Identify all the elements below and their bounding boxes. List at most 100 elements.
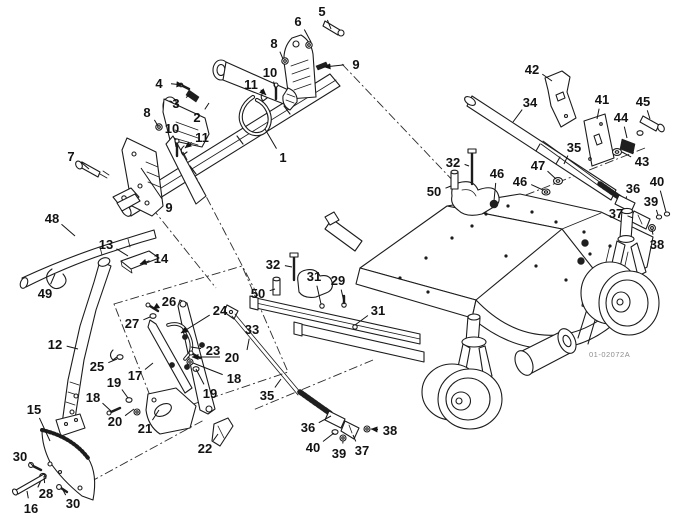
washer-40 bbox=[663, 211, 671, 217]
callout-leader bbox=[62, 489, 67, 496]
callout-label: 35 bbox=[567, 140, 581, 155]
callout-leader bbox=[659, 190, 667, 213]
cotter-pin-11 bbox=[180, 145, 188, 156]
callout-label: 49 bbox=[38, 286, 52, 301]
callout-label: 18 bbox=[86, 390, 100, 405]
callout-leader bbox=[542, 73, 553, 82]
callout-label: 24 bbox=[213, 303, 228, 318]
callout-leader bbox=[464, 163, 470, 167]
callout-label: 16 bbox=[24, 501, 38, 516]
callout-leader bbox=[651, 229, 654, 235]
callout-leader bbox=[646, 110, 651, 120]
callout-leader bbox=[623, 126, 628, 139]
callout-label: 27 bbox=[125, 316, 139, 331]
callout-label: 19 bbox=[203, 386, 217, 401]
callout-leader bbox=[61, 223, 76, 237]
callout-label: 40 bbox=[306, 440, 320, 455]
callout-leader bbox=[195, 368, 205, 385]
callout-label: 41 bbox=[595, 92, 609, 107]
spring bbox=[297, 389, 334, 417]
callout-leader bbox=[625, 196, 628, 200]
callout-label: 15 bbox=[27, 402, 41, 417]
callout-leader bbox=[170, 81, 184, 88]
callout-label: 44 bbox=[614, 110, 629, 125]
callout-leader bbox=[204, 102, 210, 110]
rod-35 bbox=[542, 140, 602, 184]
callout-leader bbox=[185, 93, 191, 98]
callout-label: 22 bbox=[198, 441, 212, 456]
callout-label: 14 bbox=[154, 251, 169, 266]
callout-leader bbox=[340, 289, 345, 303]
bolt-31 bbox=[319, 303, 325, 309]
tube-36 bbox=[324, 410, 346, 429]
caster-right bbox=[580, 207, 660, 336]
callout-leader bbox=[143, 316, 151, 321]
bolt-5 bbox=[322, 20, 341, 36]
callout-leader bbox=[50, 273, 56, 285]
bracket-21 bbox=[145, 387, 197, 435]
callout-leader bbox=[370, 426, 379, 433]
callout-leader bbox=[445, 185, 452, 189]
callout-label: 20 bbox=[108, 414, 122, 429]
carrier-frame bbox=[75, 20, 345, 217]
callout-label: 32 bbox=[446, 155, 460, 170]
callout-leader bbox=[174, 137, 177, 148]
callout-layer: 5681011943281011179481314491226272423251… bbox=[13, 4, 667, 516]
callout-leader bbox=[139, 258, 150, 265]
callout-label: 17 bbox=[128, 368, 142, 383]
pin-50 bbox=[272, 278, 281, 296]
callout-label: 8 bbox=[270, 36, 277, 51]
callout-leader bbox=[269, 288, 276, 292]
callout-label: 29 bbox=[331, 273, 345, 288]
callout-label: 12 bbox=[48, 337, 62, 352]
callout-label: 10 bbox=[165, 121, 179, 136]
callout-label: 6 bbox=[294, 14, 301, 29]
callout-leader bbox=[144, 362, 154, 370]
callout-label: 38 bbox=[650, 237, 664, 252]
callout-label: 18 bbox=[227, 371, 241, 386]
callout-label: 47 bbox=[531, 158, 545, 173]
callout-leader bbox=[192, 362, 223, 376]
callout-leader bbox=[184, 141, 193, 149]
callout-label: 32 bbox=[266, 257, 280, 272]
callout-leader bbox=[246, 338, 250, 351]
callout-leader bbox=[121, 389, 129, 399]
callout-leader bbox=[354, 315, 369, 326]
callout-leader bbox=[264, 128, 277, 149]
bolt-45 bbox=[639, 115, 660, 132]
nut-6 bbox=[305, 41, 313, 49]
callout-label: 9 bbox=[352, 57, 359, 72]
callout-leader bbox=[108, 358, 118, 364]
callout-label: 45 bbox=[636, 94, 650, 109]
callout-leader bbox=[29, 461, 34, 467]
callout-label: 30 bbox=[66, 496, 80, 511]
bolt-38 bbox=[363, 425, 371, 433]
callout-label: 11 bbox=[195, 130, 209, 145]
washer-47 bbox=[552, 177, 564, 185]
washer-39 bbox=[655, 214, 663, 220]
callout-label: 1 bbox=[279, 150, 286, 165]
callout-leader bbox=[259, 88, 267, 96]
lever-and-sector bbox=[11, 257, 112, 501]
callout-label: 37 bbox=[355, 443, 369, 458]
lower-pushrod-group bbox=[223, 304, 371, 442]
callout-leader bbox=[563, 155, 569, 165]
hook-49 bbox=[46, 268, 67, 290]
callout-label: 10 bbox=[263, 65, 277, 80]
callout-label: 37 bbox=[609, 206, 623, 221]
washer-19 bbox=[125, 397, 133, 403]
nut-46 bbox=[489, 199, 499, 209]
callout-leader bbox=[316, 285, 322, 305]
callout-leader bbox=[596, 108, 600, 120]
callout-leader bbox=[323, 63, 345, 70]
callout-label: 19 bbox=[107, 375, 121, 390]
callout-label: 35 bbox=[260, 388, 274, 403]
callout-leader bbox=[26, 490, 29, 499]
callout-leader bbox=[627, 215, 634, 219]
callout-label: 46 bbox=[513, 174, 527, 189]
callout-leader bbox=[512, 109, 523, 123]
link-bar bbox=[147, 319, 193, 394]
callout-leader bbox=[322, 432, 335, 442]
washer-27 bbox=[149, 313, 157, 319]
